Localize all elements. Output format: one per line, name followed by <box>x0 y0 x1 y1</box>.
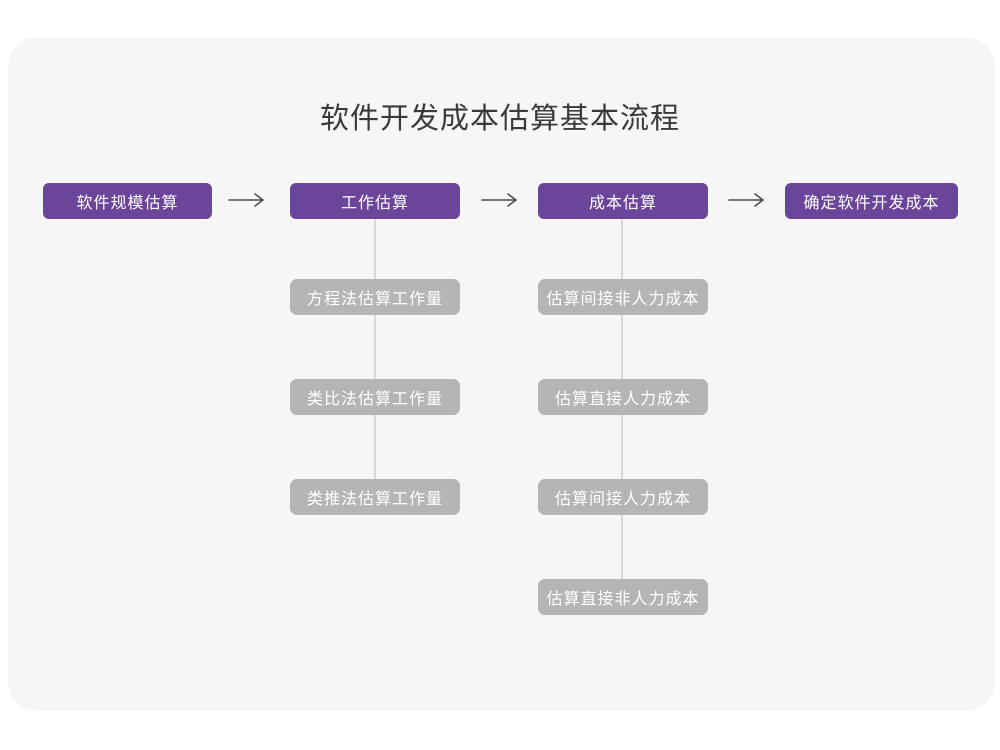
cost-step-indirect-nonlabor: 估算间接非人力成本 <box>538 279 708 315</box>
cost-step-direct-nonlabor: 估算直接非人力成本 <box>538 579 708 615</box>
work-method-comparison: 类比法估算工作量 <box>290 379 460 415</box>
diagram-canvas <box>8 37 995 711</box>
work-column-connector-line <box>374 219 376 497</box>
work-method-equation: 方程法估算工作量 <box>290 279 460 315</box>
arrow-right-icon <box>728 193 764 207</box>
cost-step-indirect-labor: 估算间接人力成本 <box>538 479 708 515</box>
flow-step-determine-dev-cost: 确定软件开发成本 <box>785 183 958 219</box>
flow-step-software-scale-estimation: 软件规模估算 <box>43 183 212 219</box>
arrow-right-icon <box>228 193 264 207</box>
cost-step-direct-labor: 估算直接人力成本 <box>538 379 708 415</box>
flow-step-work-estimation: 工作估算 <box>290 183 460 219</box>
arrow-right-icon <box>481 193 517 207</box>
diagram-title: 软件开发成本估算基本流程 <box>319 103 680 135</box>
work-method-analogy: 类推法估算工作量 <box>290 479 460 515</box>
flow-step-cost-estimation: 成本估算 <box>538 183 708 219</box>
